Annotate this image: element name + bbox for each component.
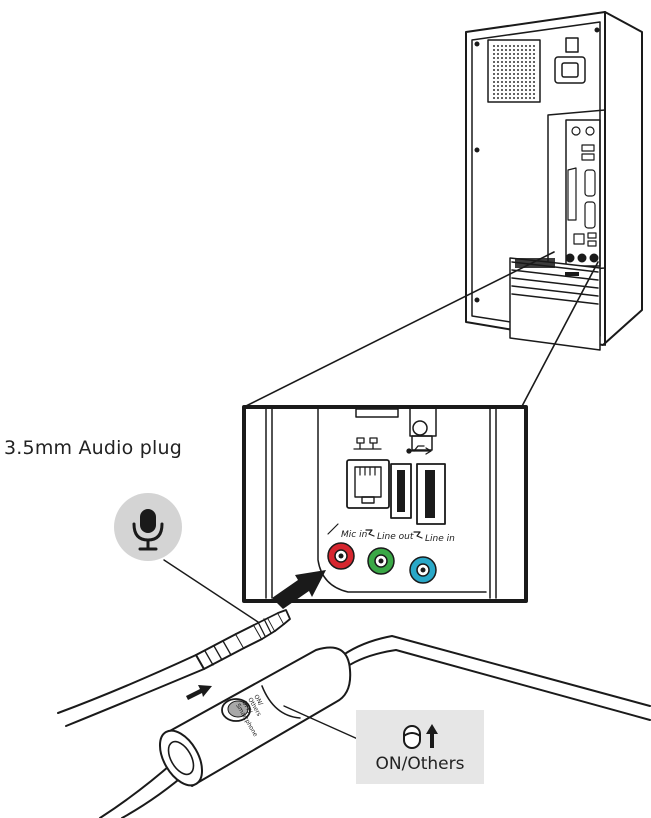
line-out-jack (367, 547, 395, 575)
line-in-jack (409, 556, 437, 584)
audio-plug (57, 609, 291, 727)
arrow-up-icon (426, 724, 438, 748)
line-in-label-icon (413, 531, 423, 539)
slider-button (221, 698, 251, 722)
switch-slider-icon (403, 725, 421, 749)
microphone-leader-line (163, 559, 259, 623)
slide-direction-arrow-icon (186, 685, 212, 700)
switch-position-badge: ON/Others (356, 710, 484, 784)
pc-tower (465, 11, 643, 351)
ethernet-port (346, 459, 390, 509)
psu-fan-grille (487, 39, 541, 103)
expansion-slots (509, 257, 601, 351)
microphone-badge (114, 493, 182, 561)
line-out-label: Line out (377, 532, 414, 542)
plug-caption: 3.5mm Audio plug (4, 437, 182, 459)
usb-ports (390, 463, 446, 525)
zoom-callout-line-left (245, 251, 555, 407)
ethernet-icon (353, 437, 382, 450)
switch-leader-line (283, 705, 361, 741)
power-switch (565, 37, 579, 53)
mic-in-jack (327, 542, 355, 570)
insert-arrow-icon (272, 570, 326, 609)
microphone-icon (132, 509, 164, 551)
line-in-label: Line in (425, 534, 455, 544)
zoomed-port-panel: Mic in Line out Line in (242, 405, 528, 609)
line-out-label-icon (365, 529, 375, 537)
power-socket (554, 56, 586, 84)
zoom-callout-line-right (519, 261, 599, 411)
mic-in-label: Mic in (341, 530, 368, 540)
usb-icon (406, 445, 432, 455)
inline-switch: ON/ Others OFF/ Smartphone (99, 635, 651, 818)
switch-position-caption: ON/Others (375, 754, 465, 774)
rear-io-panel (547, 109, 606, 273)
mic-in-label-icon (327, 523, 339, 535)
